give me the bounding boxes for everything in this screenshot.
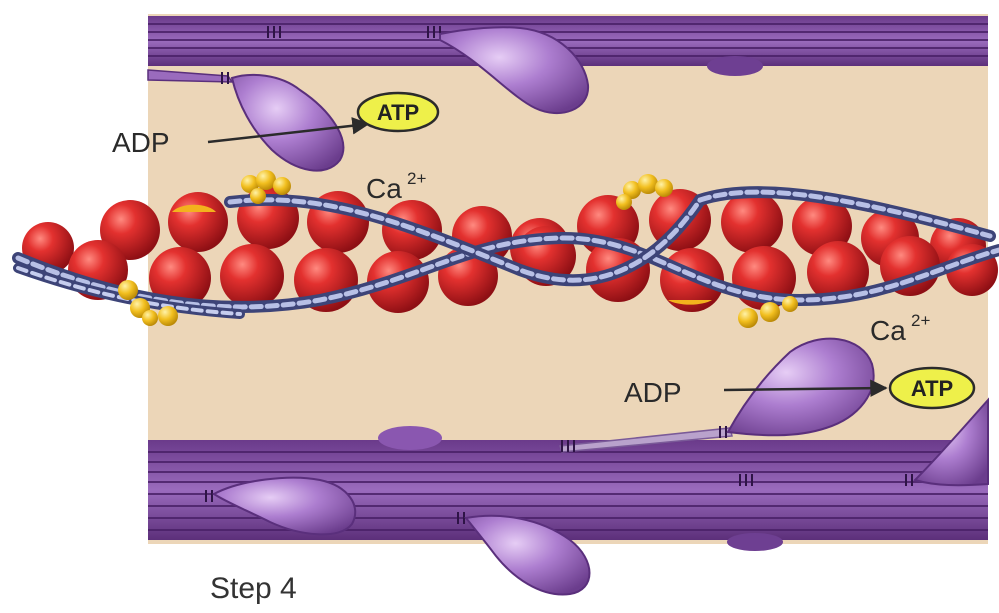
svg-text:2+: 2+ (911, 311, 930, 330)
myosin-head-bottom-small (378, 426, 442, 450)
myosin-head-top-partial (707, 56, 763, 76)
svg-text:Ca: Ca (870, 315, 906, 346)
svg-text:Ca: Ca (366, 173, 402, 204)
svg-text:2+: 2+ (407, 169, 426, 188)
myosin-head-bottom-partial (727, 533, 783, 551)
atp-label-top: ATP (377, 100, 419, 125)
adp-label-top: ADP (112, 127, 170, 158)
step-caption: Step 4 (210, 572, 297, 605)
adp-label-bottom: ADP (624, 377, 682, 408)
atp-label-bottom: ATP (911, 376, 953, 401)
